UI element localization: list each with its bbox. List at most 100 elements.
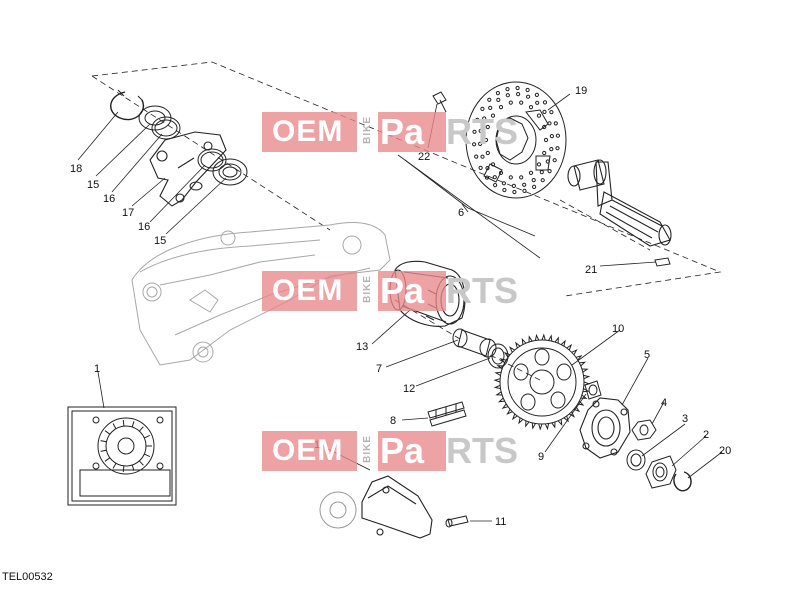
sprocket-tooth [577,400,585,406]
callout-18: 18 [70,163,82,175]
disc-hole [531,178,536,183]
inset-sprocket-tooth [144,453,151,458]
washer-3 [626,449,646,471]
callout-19: 19 [575,85,587,97]
disc-hole [536,113,542,118]
leader-lines [77,93,723,522]
disc-hole [555,133,561,138]
callout-1: 1 [94,363,100,375]
watermark-pa-box [378,112,446,152]
callout-21: 21 [585,264,597,276]
watermark-bike: BIKE [362,116,373,144]
disc-hole [549,110,554,115]
inset-sprocket-tooth [100,440,107,443]
callout-7: 7 [376,363,382,375]
callout-16a: 16 [103,193,115,205]
watermark-box [262,112,357,152]
sprocket-tooth [518,417,524,425]
disc-hole [534,92,540,98]
watermark-oem: OEM [272,115,344,148]
callout-16b: 16 [138,221,150,233]
watermark-oem: OEM [272,434,344,467]
callout-2: 2 [703,429,709,441]
front-sprocket [319,491,357,529]
disc-hole [540,178,545,183]
disc-hole [478,165,483,170]
nut-4 [631,419,657,441]
assembly-guide-lines [91,61,722,381]
sprocket-tooth [583,374,591,380]
disc-hole [505,93,510,98]
inset-sprocket-tooth [100,449,107,452]
watermark-middle: OEM BIKE Pa RTS [262,270,542,311]
inset-sprocket-tooth [131,421,135,428]
disc-hole [515,85,520,91]
disc-hole [519,175,524,180]
bolt-11 [445,515,469,528]
sprocket-tooth [531,422,536,430]
disc-hole [482,116,487,121]
disc-hole [528,170,534,175]
disc-hole [536,162,542,167]
watermark-rts: RTS [446,430,518,471]
disc-hole [498,170,504,175]
sprocket-tooth [525,420,530,428]
disc-hole [474,154,479,159]
disc-hole [528,105,534,110]
disc-hole [553,121,558,126]
sprocket-tooth [494,371,502,376]
watermark-oem: OEM [272,274,344,307]
sprocket-tooth [509,346,515,353]
watermark-bike: BIKE [362,275,373,303]
disc-hole [480,154,485,159]
sprocket-tooth [581,368,589,373]
watermark-pa: Pa [380,111,425,152]
disc-hole [512,189,517,195]
disc-hole [522,188,527,193]
callout-20: 20 [719,445,731,457]
sprocket-tooth [534,333,540,341]
sprocket-tooth [495,391,503,396]
inset-sprocket-tooth [139,426,144,432]
sprocket-tooth [538,423,543,431]
sprocket-tooth [493,384,501,390]
disc-hole [478,141,483,146]
sprocket-tooth [573,406,581,413]
sprocket-tooth [496,365,504,370]
disc-hole [495,91,500,96]
disc-hole [539,170,544,175]
inset-sprocket-tooth [122,465,125,472]
disc-hole [492,175,497,180]
disc-hole [483,137,489,143]
callout-15b: 15 [154,235,166,247]
bearing-15-lower [212,158,248,186]
screw-22 [432,91,447,113]
callout-10: 10 [612,323,624,335]
disc-hole [526,94,531,99]
disc-hole [485,166,490,171]
sprocket-flange-5 [579,397,631,459]
disc-hole [516,92,521,97]
watermark-rts: RTS [446,111,518,152]
sprocket-tooth [499,358,507,364]
inset-sprocket-tooth [104,430,111,435]
sprocket-tooth [582,388,590,393]
disc-hole [485,150,490,156]
disc-hole [545,159,550,164]
sprocket-tooth [563,415,569,423]
sprocket-tooth [521,337,527,345]
callout-22: 22 [418,151,430,163]
sprocket-tooth [511,413,518,421]
spacer-ring [189,181,203,191]
sprocket-tooth [548,334,553,342]
chain-guard-14 [361,475,433,539]
disc-hole [535,100,540,105]
disc-hole [487,97,492,102]
inset-sprocket-tooth [139,460,144,466]
inset-sprocket-cover-1 [67,406,177,506]
inset-sprocket-tooth [122,420,125,427]
callout-6: 6 [458,207,464,219]
sprocket-tooth [506,409,513,415]
